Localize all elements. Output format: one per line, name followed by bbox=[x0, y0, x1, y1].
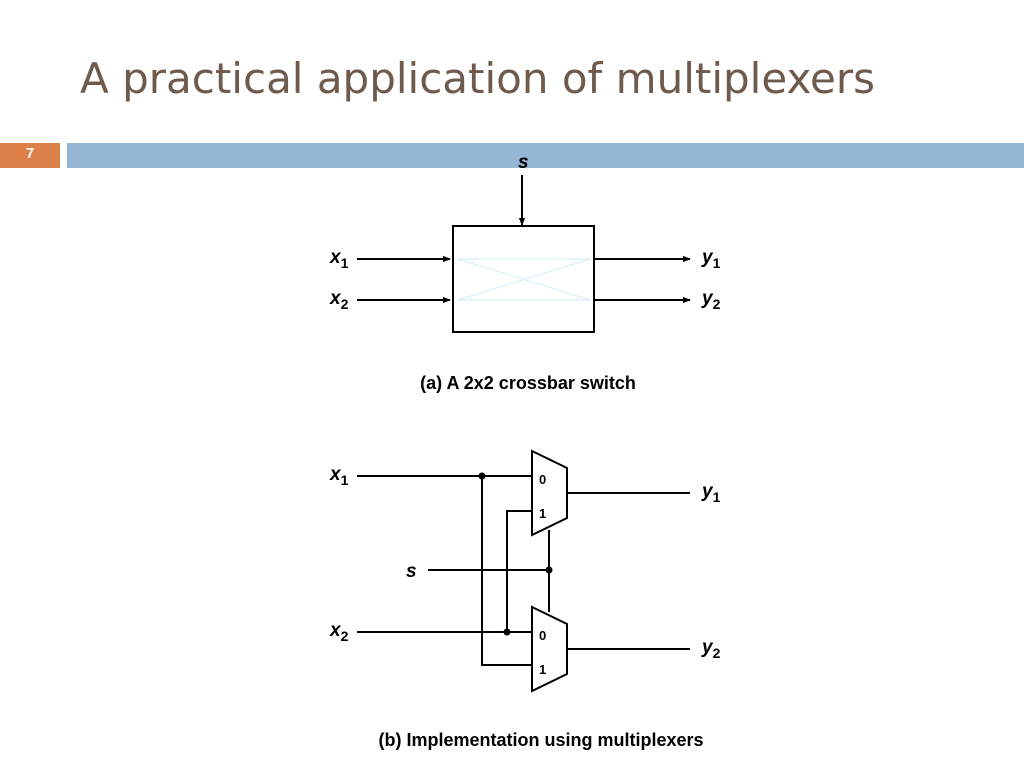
lower-mux-pin-1: 1 bbox=[539, 662, 546, 677]
junction-x1 bbox=[478, 472, 486, 480]
junction-s bbox=[545, 566, 553, 574]
upper-mux-pin-1: 1 bbox=[539, 506, 546, 521]
crossbar-internal-lines bbox=[457, 258, 591, 301]
lower-mux-pin-0: 0 bbox=[539, 628, 546, 643]
select-label-s: s bbox=[406, 561, 417, 582]
title-accent-bar bbox=[67, 143, 1024, 168]
mux-implementation-diagram: 0 1 0 1 x1 x2 s y1 y2 (b) Implementation… bbox=[329, 449, 721, 750]
input-label-x1: x1 bbox=[329, 247, 349, 271]
select-label-s: s bbox=[518, 152, 529, 173]
junction-x2 bbox=[503, 628, 511, 636]
upper-multiplexer bbox=[531, 449, 568, 537]
input-label-x2: x2 bbox=[329, 620, 349, 644]
wire-x1-to-lower-mux bbox=[481, 476, 532, 666]
wire-x2-to-upper-mux bbox=[506, 510, 532, 632]
slide-title: A practical application of multiplexers bbox=[80, 54, 876, 103]
upper-mux-pin-0: 0 bbox=[539, 472, 546, 487]
input-label-x2: x2 bbox=[329, 288, 349, 312]
lower-multiplexer bbox=[531, 605, 568, 693]
output-label-y1: y1 bbox=[701, 247, 721, 271]
slide-number-badge: 7 bbox=[0, 143, 60, 168]
caption-b: (b) Implementation using multiplexers bbox=[378, 730, 703, 750]
output-label-y2: y2 bbox=[701, 288, 721, 312]
input-label-x1: x1 bbox=[329, 464, 349, 488]
crossbar-switch-diagram: s x1 x2 y1 y2 (a) A 2x2 crossbar switch bbox=[329, 152, 721, 393]
caption-a: (a) A 2x2 crossbar switch bbox=[420, 373, 636, 393]
output-label-y2: y2 bbox=[701, 637, 721, 661]
output-label-y1: y1 bbox=[701, 481, 721, 505]
